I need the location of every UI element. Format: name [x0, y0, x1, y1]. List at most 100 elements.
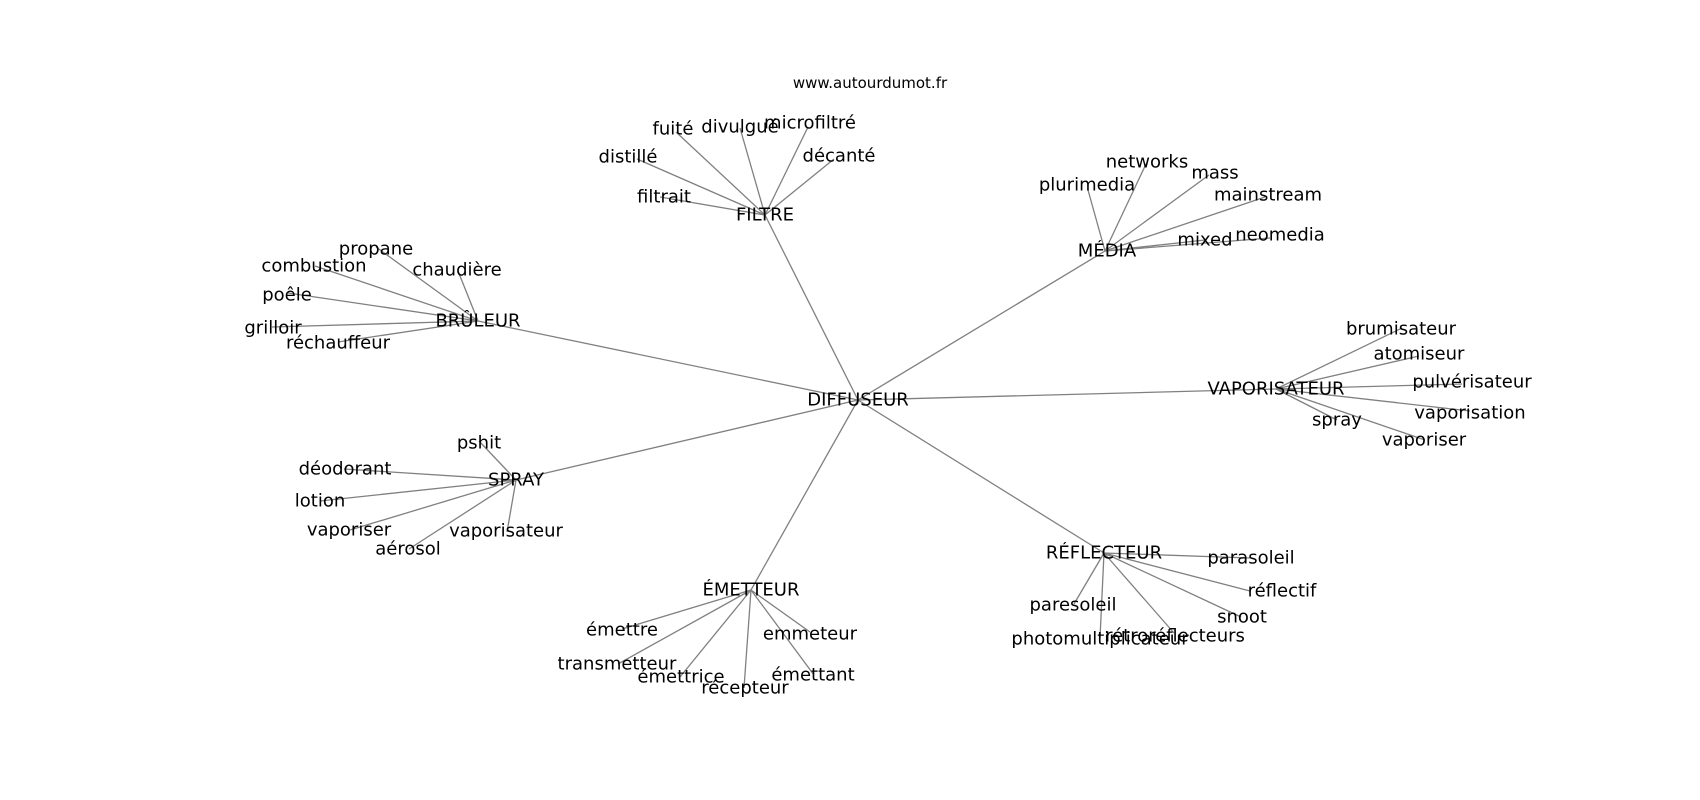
word-node-label: aérosol — [375, 539, 441, 560]
edge-hub-word — [739, 127, 766, 216]
edge-hub-word — [1275, 388, 1426, 441]
word-node-label: divulgué — [701, 117, 778, 138]
edge-hub-word — [478, 440, 517, 481]
edge-hub-word — [750, 589, 811, 633]
word-node-label: mixed — [1177, 230, 1232, 251]
edge-hub-word — [1275, 388, 1471, 412]
edge-hub-word — [343, 468, 517, 481]
word-node-label: chaudière — [412, 260, 501, 281]
edge-hub-word — [349, 479, 517, 531]
word-node-label: parasoleil — [1207, 548, 1294, 569]
word-node-label: grilloir — [244, 318, 302, 339]
word-node-label: photomultiplicateur — [1011, 629, 1189, 650]
hub-node-label: FILTRE — [736, 205, 794, 226]
word-node-label: transmetteur — [558, 654, 677, 675]
graph-labels: www.autourdumot.fr DIFFUSEUR FILTRE filtra… — [244, 74, 1532, 699]
edge-hub-word — [1104, 174, 1210, 252]
center-node-label: DIFFUSEUR — [807, 390, 909, 411]
edge-hub-word — [1073, 552, 1105, 605]
edge-center-hub — [857, 250, 1106, 401]
edge-hub-word — [743, 589, 752, 689]
edge-hub-word — [1104, 237, 1271, 252]
edge-hub-word — [271, 320, 479, 328]
word-node-label: neomedia — [1235, 225, 1325, 246]
edge-center-hub — [857, 388, 1277, 401]
word-node-label: brumisateur — [1346, 319, 1457, 340]
edge-hub-word — [1275, 388, 1338, 421]
edge-hub-word — [1099, 552, 1105, 639]
word-node-label: propane — [339, 239, 413, 260]
hub-node-label: MÉDIA — [1078, 240, 1137, 262]
hub-node-label: SPRAY — [488, 470, 545, 491]
word-node-label: microfiltré — [764, 113, 856, 134]
edge-hub-word — [1103, 552, 1242, 618]
word-node-label: networks — [1106, 152, 1188, 173]
edge-hub-word — [617, 589, 752, 665]
edge-hub-word — [675, 131, 766, 216]
word-node-label: poêle — [262, 285, 312, 306]
word-node-label: snoot — [1217, 607, 1267, 628]
word-node-label: paresoleil — [1029, 595, 1116, 616]
edge-hub-word — [1103, 552, 1175, 634]
edge-hub-word — [375, 246, 479, 322]
word-node-label: récepteur — [701, 678, 789, 699]
edge-hub-word — [1104, 163, 1147, 252]
hub-node-label: BRÛLEUR — [435, 310, 520, 332]
hub-node-label: RÉFLECTEUR — [1046, 542, 1162, 564]
edge-hub-word — [1103, 552, 1251, 592]
edge-hub-word — [764, 158, 835, 216]
edge-hub-word — [636, 158, 766, 216]
hub-node-label: ÉMETTEUR — [702, 579, 799, 601]
hub-node-label: VAPORISATEUR — [1207, 379, 1344, 400]
graph-edges — [271, 126, 1471, 689]
word-node-label: plurimedia — [1039, 175, 1135, 196]
edge-hub-word — [1103, 552, 1251, 559]
word-node-label: déodorant — [299, 459, 392, 480]
word-node-label: atomiseur — [1374, 344, 1465, 365]
edge-hub-word — [1087, 189, 1106, 252]
edge-center-hub — [764, 214, 859, 401]
edge-hub-word — [621, 589, 752, 630]
edge-hub-word — [287, 292, 479, 322]
edge-hub-word — [1275, 327, 1403, 390]
word-node-label: pulvérisateur — [1412, 372, 1532, 393]
word-node-label: vaporiser — [1382, 430, 1467, 451]
edge-center-hub — [750, 399, 859, 591]
word-node-label: combustion — [261, 256, 366, 277]
word-node-label: émettant — [771, 665, 854, 686]
edge-hub-word — [408, 479, 517, 550]
edge-hub-word — [337, 320, 479, 343]
word-node-label: fuité — [653, 119, 694, 140]
word-node-label: pshit — [457, 433, 501, 454]
edge-hub-word — [457, 270, 479, 322]
word-node-label: vaporisateur — [449, 521, 563, 542]
word-node-label: réchauffeur — [286, 333, 391, 354]
edge-hub-word — [679, 589, 752, 678]
word-node-label: rétroréflecteurs — [1105, 626, 1245, 647]
word-node-label: mainstream — [1214, 185, 1322, 206]
word-node-label: emmeteur — [763, 624, 858, 645]
word-node-label: filtrait — [637, 187, 691, 208]
word-node-label: vaporisation — [1414, 403, 1525, 424]
edge-hub-word — [319, 479, 517, 502]
edge-hub-word — [1275, 355, 1420, 390]
word-node-label: réflectif — [1248, 581, 1317, 602]
word-node-label: spray — [1312, 410, 1362, 431]
word-node-label: mass — [1191, 163, 1238, 184]
source-watermark: www.autourdumot.fr — [793, 74, 948, 92]
word-node-label: lotion — [295, 491, 346, 512]
edge-center-hub — [857, 399, 1105, 554]
edge-hub-word — [659, 196, 766, 216]
word-node-label: émettrice — [637, 667, 724, 688]
word-node-label: vaporiser — [307, 520, 392, 541]
edge-hub-word — [764, 126, 809, 216]
edge-hub-word — [506, 479, 517, 533]
edge-center-hub — [515, 399, 859, 481]
word-node-label: distillé — [599, 147, 658, 168]
word-node-label: décanté — [803, 146, 876, 167]
edge-hub-word — [1275, 383, 1463, 390]
edge-center-hub — [477, 320, 859, 401]
edge-hub-word — [1104, 196, 1266, 252]
word-node-label: émettre — [586, 620, 658, 641]
